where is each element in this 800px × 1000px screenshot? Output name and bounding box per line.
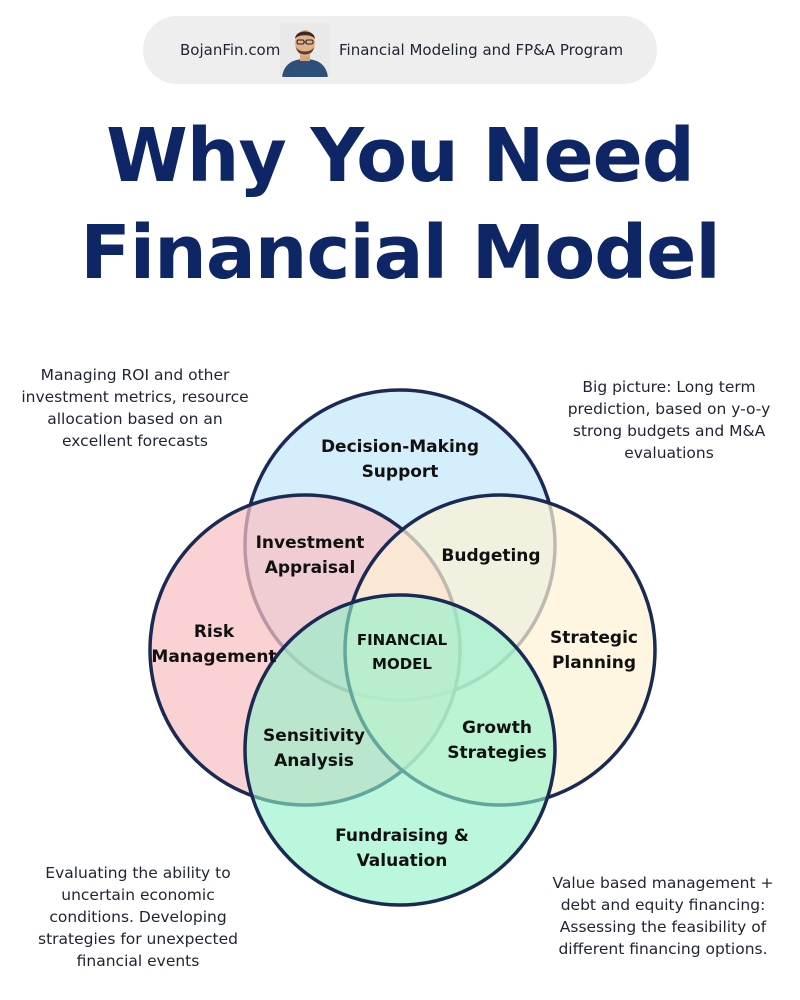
note-top-left: Managing ROI and other investment metric… <box>21 366 249 450</box>
page-title-line-2: Financial Model <box>80 210 721 296</box>
page-title-line-1: Why You Need <box>106 113 695 199</box>
note-bottom-right: Value based management + debt and equity… <box>552 874 774 958</box>
label-risk-management-2: Management <box>151 647 276 667</box>
label-sensitivity-analysis-1: Sensitivity <box>263 726 365 746</box>
header-banner: BojanFin.com Financial Modeling and FP&A… <box>143 16 657 84</box>
note-bottom-left: Evaluating the ability to uncertain econ… <box>38 864 238 970</box>
brand-link[interactable]: BojanFin.com <box>180 41 281 59</box>
label-budgeting: Budgeting <box>441 546 540 566</box>
label-strategic-planning-2: Planning <box>552 653 636 673</box>
label-investment-appraisal-1: Investment <box>256 533 365 553</box>
label-decision-making-1: Decision-Making <box>321 437 479 457</box>
note-top-right: Big picture: Long term prediction, based… <box>567 378 771 462</box>
label-sensitivity-analysis-2: Analysis <box>274 751 354 771</box>
label-risk-management-1: Risk <box>194 622 235 642</box>
program-name: Financial Modeling and FP&A Program <box>339 41 624 59</box>
label-investment-appraisal-2: Appraisal <box>265 558 356 578</box>
label-financial-model-2: MODEL <box>372 655 432 673</box>
label-strategic-planning-1: Strategic <box>550 628 638 648</box>
author-avatar <box>280 23 330 77</box>
label-financial-model-1: FINANCIAL <box>357 631 448 649</box>
label-decision-making-2: Support <box>362 462 439 482</box>
label-fundraising-2: Valuation <box>357 851 448 871</box>
circle-fundraising-valuation <box>243 593 557 907</box>
label-growth-strategies-2: Strategies <box>447 743 547 763</box>
label-growth-strategies-1: Growth <box>462 718 532 738</box>
label-fundraising-1: Fundraising & <box>335 826 469 846</box>
